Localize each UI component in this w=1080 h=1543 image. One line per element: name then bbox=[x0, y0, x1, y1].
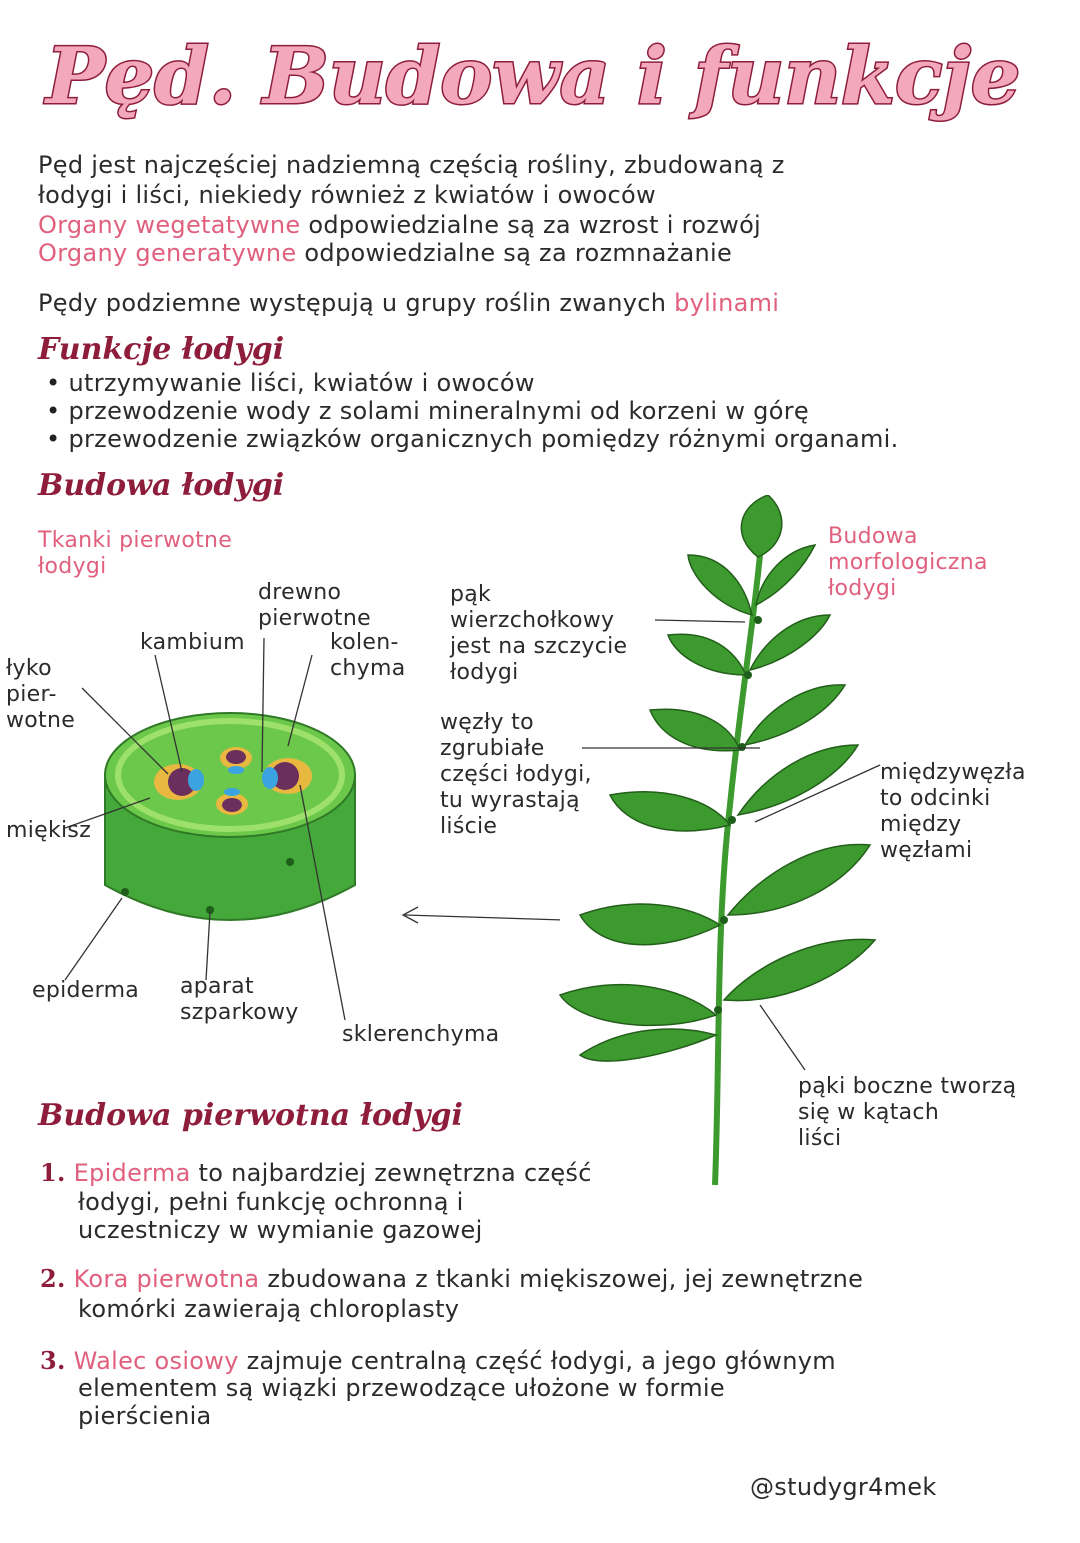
primary-item-1: 1. Epiderma to najbardziej zewnętrzna cz… bbox=[40, 1158, 592, 1188]
pointer-arrow bbox=[404, 914, 560, 921]
item-continuation: elementem są wiązki przewodzące ułożone … bbox=[78, 1374, 725, 1430]
label-sklerenchyma: sklerenchyma bbox=[342, 1022, 500, 1047]
label-pak-wierzcholkowy: pąk wierzchołkowy jest na szczycie łodyg… bbox=[450, 582, 628, 685]
diagram-leader-lines bbox=[64, 637, 346, 1021]
label-miekisz: miękisz bbox=[6, 818, 92, 843]
item-desc: zajmuje centralną część łodygi, a jego g… bbox=[238, 1347, 836, 1375]
page-title: Pęd. Budowa i funkcje łodygi bbox=[44, 31, 1040, 122]
functions-heading: Funkcje łodygi bbox=[38, 332, 285, 367]
item-number: 1. bbox=[40, 1158, 66, 1187]
intro-underground: Pędy podziemne występują u grupy roślin … bbox=[38, 288, 779, 318]
intro-generative: Organy generatywne odpowiedzialne są za … bbox=[38, 238, 732, 268]
label-aparat: aparat szparkowy bbox=[180, 974, 299, 1025]
label-wezly: węzły to zgrubiałe części łodygi, tu wyr… bbox=[440, 710, 592, 839]
primary-structure-heading: Budowa pierwotna łodygi bbox=[38, 1098, 463, 1133]
label-kolenchyma: kolen- chyma bbox=[330, 630, 406, 681]
primary-item-2: 2. Kora pierwotna zbudowana z tkanki mię… bbox=[40, 1264, 863, 1294]
generative-term: Organy generatywne bbox=[38, 239, 297, 267]
generative-desc: odpowiedzialne są za rozmnażanie bbox=[296, 239, 733, 267]
label-kambium: kambium bbox=[140, 630, 245, 655]
plant-leader-lines bbox=[582, 619, 881, 1071]
nodes bbox=[714, 616, 762, 1014]
vegetative-term: Organy wegetatywne bbox=[38, 211, 301, 239]
function-item: przewodzenie związków organicznych pomię… bbox=[46, 424, 899, 454]
intro-line-1: Pęd jest najczęściej nadziemną częścią r… bbox=[38, 151, 785, 179]
label-miedzywezla: międzywęzła to odcinki między węzłami bbox=[880, 760, 1026, 863]
item-desc: zbudowana z tkanki miękiszowej, jej zewn… bbox=[259, 1265, 864, 1293]
leaves bbox=[558, 495, 877, 1062]
plant-shoot-illustration bbox=[558, 495, 877, 1186]
item-desc: to najbardziej zewnętrzna część bbox=[190, 1159, 592, 1187]
primary-item-3: 3. Walec osiowy zajmuje centralną część … bbox=[40, 1346, 836, 1376]
stoma-dot bbox=[121, 888, 129, 896]
label-drewno: drewno pierwotne bbox=[258, 580, 371, 631]
intro-line-2: łodygi i liści, niekiedy również z kwiat… bbox=[38, 181, 656, 209]
underground-desc: Pędy podziemne występują u grupy roślin … bbox=[38, 289, 675, 317]
item-continuation: komórki zawierają chloroplasty bbox=[78, 1295, 460, 1323]
item-term: Kora pierwotna bbox=[73, 1265, 260, 1293]
label-paki-boczne: pąki boczne tworzą się w kątach liści bbox=[798, 1074, 1017, 1151]
item-term: Walec osiowy bbox=[73, 1347, 239, 1375]
structure-heading: Budowa łodygi bbox=[38, 468, 285, 503]
intro-vegetative: Organy wegetatywne odpowiedzialne są za … bbox=[38, 210, 761, 240]
stoma-dot bbox=[286, 858, 294, 866]
item-number: 3. bbox=[40, 1346, 66, 1375]
primary-tissues-caption: Tkanki pierwotne łodygi bbox=[38, 528, 233, 579]
author-handle: @studygr4mek bbox=[750, 1473, 937, 1501]
function-item: przewodzenie wody z solami mineralnymi o… bbox=[46, 396, 809, 426]
cylinder-top bbox=[104, 712, 356, 838]
stoma-dot bbox=[206, 906, 214, 914]
function-item: utrzymywanie liści, kwiatów i owoców bbox=[46, 368, 535, 398]
page-title-banner: Pęd. Budowa i funkcje łodygi bbox=[43, 30, 1041, 124]
vegetative-desc: odpowiedzialne są za wzrost i rozwój bbox=[300, 211, 762, 239]
stem-cross-section-diagram bbox=[64, 637, 560, 1021]
label-lyko: łyko pier- wotne bbox=[6, 656, 76, 733]
underground-term: bylinami bbox=[674, 289, 780, 317]
item-continuation: łodygi, pełni funkcję ochronną i uczestn… bbox=[78, 1188, 483, 1244]
label-epiderma: epiderma bbox=[32, 978, 140, 1003]
vascular-bundles bbox=[154, 747, 312, 815]
item-term: Epiderma bbox=[73, 1159, 191, 1187]
epidermis-ring bbox=[115, 718, 345, 832]
morphology-caption: Budowa morfologiczna łodygi bbox=[828, 524, 988, 601]
item-number: 2. bbox=[40, 1264, 66, 1293]
